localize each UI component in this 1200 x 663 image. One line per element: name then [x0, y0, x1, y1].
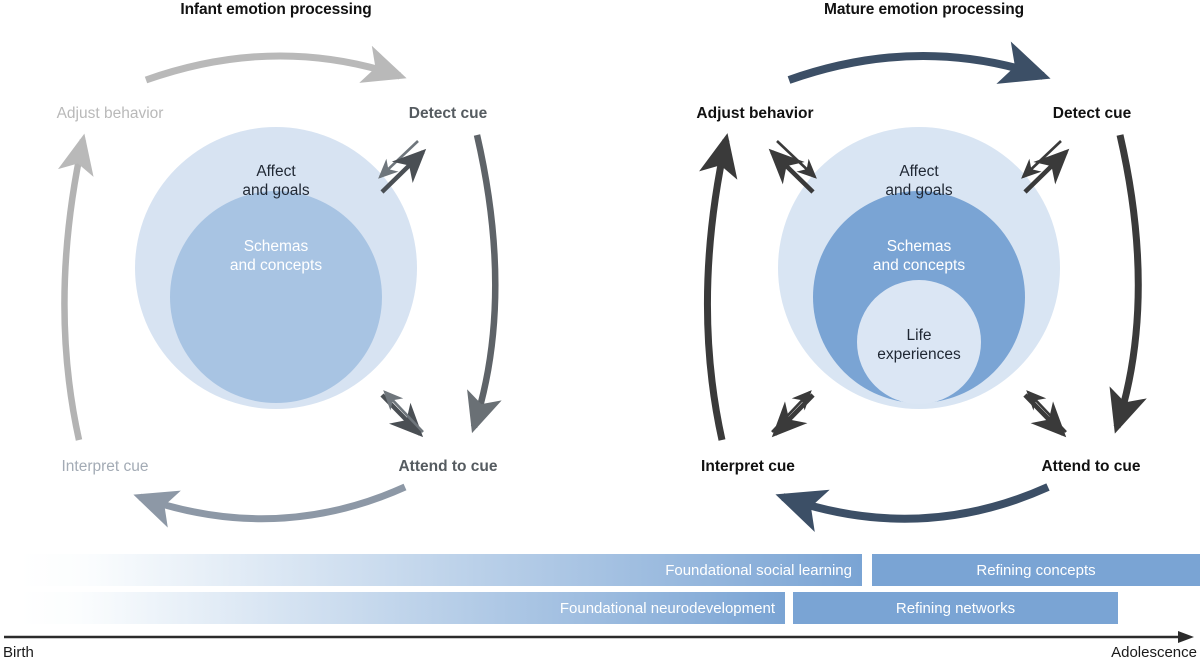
mature-bidir-adjust: [768, 140, 817, 194]
timeline-axis-start-label: Birth: [3, 644, 34, 661]
infant-arrow-detect-to-attend: [467, 134, 502, 434]
infant-node-interpret-cue: Interpret cue: [61, 458, 149, 475]
timeline-label-refining-networks-text: Refining networks: [895, 599, 1016, 617]
mature-node-attend-to-cue: Attend to cue: [1041, 458, 1141, 475]
infant-bidir-attend: [380, 390, 424, 438]
mature-bidir-detect: [1021, 140, 1070, 194]
infant-bidir-detect: [378, 140, 427, 194]
infant-ring-schemas: [170, 191, 382, 403]
timeline-label-neurodevelopment: Foundational neurodevelopment: [19, 592, 785, 624]
timeline-bar-refining-concepts: [872, 554, 1200, 586]
mature-node-interpret-cue: Interpret cue: [701, 458, 795, 475]
mature-node-adjust-behavior: Adjust behavior: [696, 105, 814, 122]
timeline-bar-social-learning-gradient: [19, 554, 862, 586]
panel-title-mature: Mature emotion processing: [824, 1, 1024, 18]
infant-arrow-adjust-to-detect: [144, 45, 407, 84]
infant-node-adjust-behavior: Adjust behavior: [56, 105, 164, 122]
infant-arrow-attend-to-interpret: [133, 483, 407, 528]
mature-bidir-interpret: [771, 390, 815, 438]
timeline-label-refining-networks: Refining networks: [793, 592, 1118, 624]
infant-arrow-interpret-to-adjust: [58, 133, 94, 441]
infant-node-detect-cue: Detect cue: [408, 105, 488, 122]
mature-arrow-attend-to-interpret: [775, 483, 1050, 532]
timeline-axis-arrowhead: [1178, 631, 1194, 643]
timeline-axis-end-label: Adolescence: [1111, 644, 1197, 661]
timeline-bars: [19, 554, 1200, 624]
timeline-bar-refining-networks: [793, 592, 1118, 624]
timeline-bar-neurodevelopment-gradient: [19, 592, 785, 624]
timeline-label-refining-concepts: Refining concepts: [872, 554, 1200, 586]
infant-rings: [135, 127, 417, 409]
timeline-label-refining-concepts-text: Refining concepts: [976, 561, 1096, 579]
mature-node-detect-cue: Detect cue: [1052, 105, 1132, 122]
mature-rings: [778, 127, 1060, 409]
mature-arrow-adjust-to-detect: [787, 41, 1051, 84]
timeline-label-social-learning: Foundational social learning: [19, 554, 862, 586]
timeline-axis: [4, 631, 1194, 643]
mature-arrow-interpret-to-adjust: [699, 133, 738, 441]
mature-ring-life: [857, 280, 981, 404]
timeline-label-neurodevelopment-text: Foundational neurodevelopment: [559, 599, 775, 617]
infant-node-attend-to-cue: Attend to cue: [398, 458, 498, 475]
timeline-label-social-learning-text: Foundational social learning: [665, 561, 852, 579]
mature-bidir-attend: [1023, 390, 1067, 438]
panel-title-infant: Infant emotion processing: [180, 1, 372, 18]
mature-arrow-detect-to-attend: [1109, 134, 1147, 434]
